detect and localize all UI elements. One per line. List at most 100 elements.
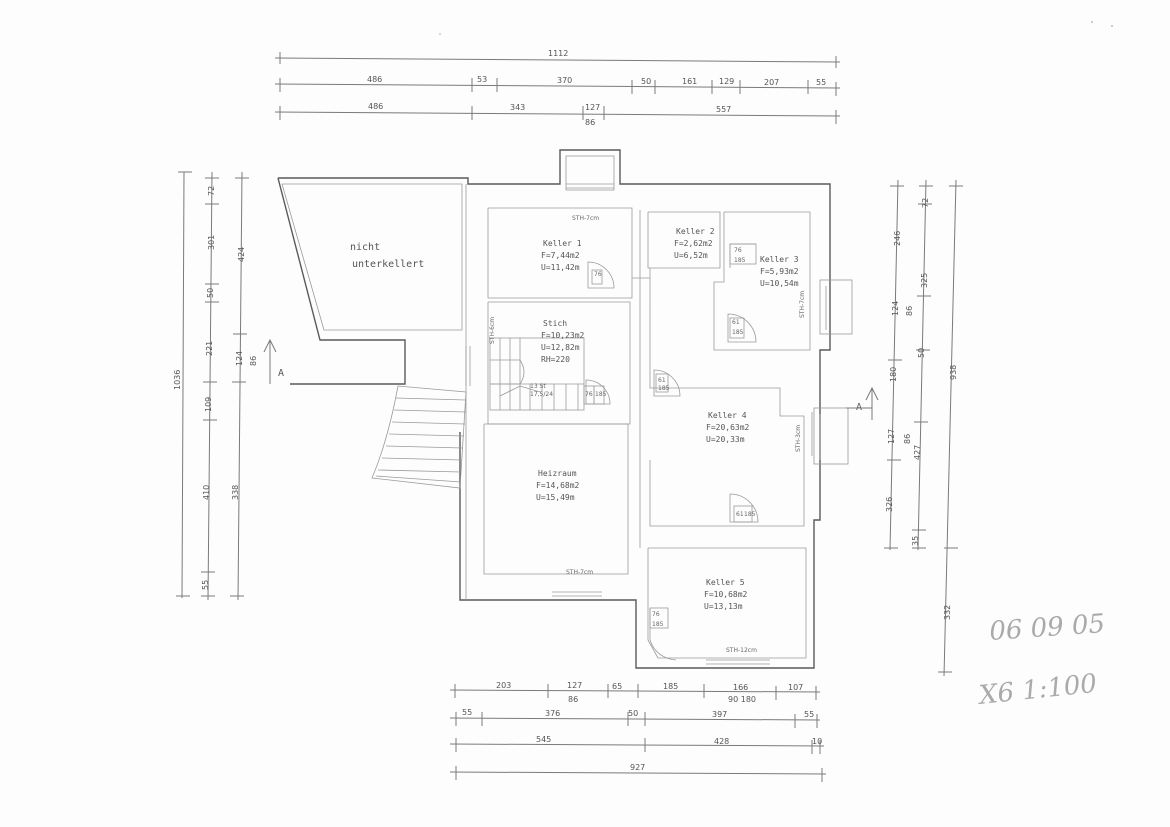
dim-bottom2-2: 50 (628, 709, 638, 718)
door-stairs-b: 185 (595, 391, 607, 398)
dim-left-0: 72 (207, 186, 216, 196)
light-well-top (565, 155, 615, 191)
room-keller5-area: F=10,68m2 (704, 590, 748, 599)
door-swings: 76 76 185 61 185 76 185 61 185 61 185 76… (583, 243, 759, 661)
stairs-size: 17,5/24 (530, 391, 553, 398)
room-keller1-name: Keller 1 (543, 239, 582, 248)
dim-bottom1-sub-1: 90 180 (728, 695, 756, 704)
dim-bottom2-0: 55 (462, 708, 472, 717)
dim-right-4: 180 (889, 367, 898, 382)
door-k5-a: 76 (652, 611, 660, 618)
dim-bottom2-3: 397 (712, 710, 727, 719)
dim-right-total3: 332 (943, 605, 952, 620)
room-keller3-name: Keller 3 (760, 255, 799, 264)
room-stich-height: RH=220 (541, 355, 570, 364)
room-keller1-area: F=7,44m2 (541, 251, 580, 260)
room-nicht-line2: unterkellert (352, 259, 424, 270)
bottom-dimension-chains: 203 127 65 185 166 107 86 90 180 55 376 … (449, 681, 827, 782)
dim-bottom3-2: 10 (812, 737, 822, 746)
room-keller-2: Keller 2 F=2,62m2 U=6,52m (674, 227, 715, 260)
room-keller2-name: Keller 2 (676, 227, 715, 236)
dim-left-2: 50 (206, 288, 215, 298)
dim-top3-3: 557 (716, 105, 731, 114)
room-keller5-name: Keller 5 (706, 578, 745, 587)
dim-right-total2: 427 (913, 445, 922, 460)
dim-bottom3-0: 545 (536, 735, 551, 744)
room-keller2-perimeter: U=6,52m (674, 251, 708, 260)
room-keller-4: Keller 4 F=20,63m2 U=20,33m (706, 411, 750, 444)
dim-top3-2: 127 (585, 103, 600, 112)
door-k2-a: 76 (734, 247, 742, 254)
dim-top3-0: 486 (368, 102, 383, 111)
dim-top2-2: 370 (557, 76, 572, 85)
dim-left-4: 109 (204, 397, 213, 412)
dim-bottom4-0: 927 (630, 763, 645, 772)
dim-bottom1-2: 65 (612, 682, 622, 691)
dim-left-1: 301 (207, 235, 216, 250)
dim-bottom3-1: 428 (714, 737, 729, 746)
dim-left-5: 410 (202, 485, 211, 500)
door-stairs-a: 76 (585, 391, 593, 398)
room-heizraum-perimeter: U=15,49m (536, 493, 575, 502)
room-keller4-name: Keller 4 (708, 411, 747, 420)
dim-left-sub: 86 (249, 356, 258, 366)
dim-bottom1-3: 185 (663, 682, 678, 691)
dim-top2-4: 161 (682, 77, 697, 86)
room-keller3-area: F=5,93m2 (760, 267, 799, 276)
dim-bottom2-1: 376 (545, 709, 560, 718)
wall-note-stich: STH-6cm (489, 317, 496, 344)
door-k2-b: 185 (734, 257, 746, 264)
section-mark-right: A (846, 386, 879, 420)
handwritten-scale: X6 1:100 (976, 669, 1099, 711)
dim-right-5: 127 (887, 429, 896, 444)
wall-annotations: STH-7cm STH-6cm STH-7cm STH-3cm STH-7cm … (489, 215, 806, 654)
wall-note-keller5: STH-12cm (726, 647, 757, 654)
dim-bottom1-0: 203 (496, 681, 511, 690)
dim-right-1: 246 (893, 231, 902, 246)
room-keller3-perimeter: U=10,54m (760, 279, 799, 288)
room-keller-5: Keller 5 F=10,68m2 U=13,13m (704, 578, 748, 611)
dim-top-1112: 1112 (548, 49, 568, 58)
dim-left-3: 221 (205, 341, 214, 356)
door-k1-a: 76 (594, 271, 602, 278)
dim-top2-7: 55 (816, 78, 826, 87)
door-stich-b: 185 (658, 385, 670, 392)
door-k3-b: 185 (732, 329, 744, 336)
right-dimension-chains: 246 124 180 127 326 72 325 86 50 86 427 … (884, 179, 963, 677)
dim-right-7: 35 (911, 536, 920, 546)
room-heizraum: Heizraum F=14,68m2 U=15,49m (536, 469, 580, 502)
dim-right2-1: 50 (917, 348, 926, 358)
dim-top3-sub: 86 (585, 118, 595, 127)
dim-top2-0: 486 (367, 75, 382, 84)
dim-top2-5: 129 (719, 77, 734, 86)
room-keller-1: Keller 1 F=7,44m2 U=11,42m (541, 239, 582, 272)
wall-note-top: STH-7cm (572, 215, 599, 222)
room-heizraum-area: F=14,68m2 (536, 481, 580, 490)
dim-top3-1: 343 (510, 103, 525, 112)
stairs-count: 13 St (530, 383, 546, 390)
windows (465, 346, 813, 665)
room-nicht-unterkellert: nicht unterkellert (350, 242, 424, 270)
light-well-right-upper (819, 279, 853, 335)
dim-right2-0: 86 (905, 306, 914, 316)
dim-right-0: 72 (921, 198, 930, 208)
outside-curved-stairs (371, 385, 467, 489)
dim-bottom1-sub-0: 86 (568, 695, 578, 704)
dim-left-6: 55 (201, 580, 210, 590)
inner-staircase: 13 St 17,5/24 (489, 337, 585, 411)
room-keller5-perimeter: U=13,13m (704, 602, 743, 611)
dim-bottom2-4: 55 (804, 710, 814, 719)
dim-left2-0: 424 (237, 247, 246, 262)
room-stich: Stich F=10,23m2 U=12,82m RH=220 (541, 319, 585, 364)
dim-top2-3: 50 (641, 77, 651, 86)
room-stich-area: F=10,23m2 (541, 331, 585, 340)
dim-right-2: 325 (920, 273, 929, 288)
section-mark-left: A (263, 338, 284, 384)
room-keller1-perimeter: U=11,42m (541, 263, 580, 272)
dim-bottom1-5: 107 (788, 683, 803, 692)
dim-right-3: 124 (891, 301, 900, 316)
room-heizraum-name: Heizraum (538, 469, 577, 478)
room-nicht-line1: nicht (350, 242, 380, 253)
